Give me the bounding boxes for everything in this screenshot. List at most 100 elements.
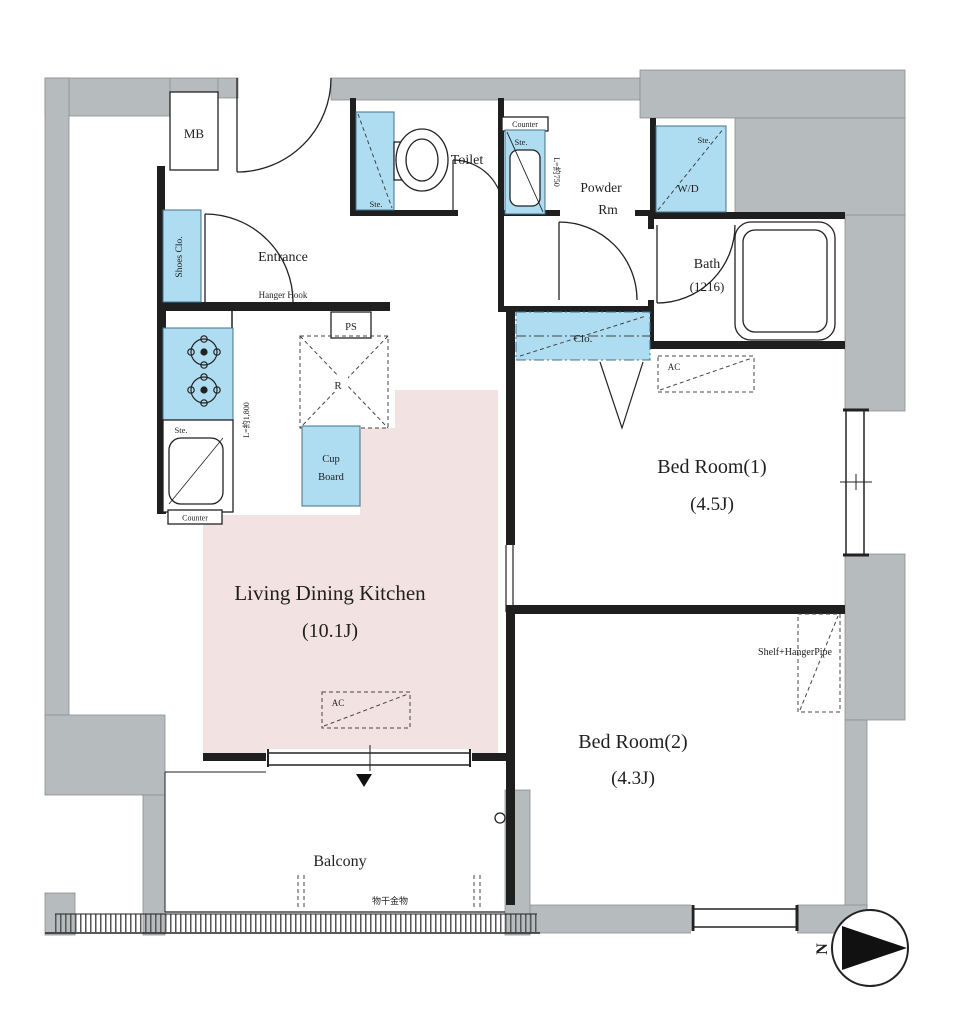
kitchen-ste-label: Ste. [175,425,188,435]
burner-2 [187,373,221,407]
bedroom1-label: Bed Room(1) [657,456,766,478]
wall-powder-bottom-right [635,210,650,216]
toilet-label: Toilet [451,153,484,168]
washer-dryer-diagonal [657,127,725,211]
ac-ldk-diagonal [323,693,409,727]
mb-label: MB [184,126,205,141]
powder-room-label-1: Powder [580,180,622,195]
powder-room-label-2: Rm [598,202,618,217]
powder-sink [509,149,541,207]
refrigerator-space: R [299,335,389,429]
cupboard-box [301,425,361,507]
wd-label: W/D [677,183,698,195]
wall-right-middle [844,553,906,721]
powder-room: Counter Ste. L=約750 Powder Rm [501,116,638,301]
ac-bedroom1-label: AC [668,362,681,372]
powder-ste-label: Ste. [515,137,528,147]
wall-bottom-left-block [44,714,166,796]
bath-door-arc [656,224,736,304]
toilet-room: Toilet Ste. [355,111,504,211]
entrance-door-arc [236,77,332,173]
ac-bedroom1-diagonal [659,357,753,391]
balcony-label: Balcony [313,853,366,870]
refrigerator-label-bg [329,375,348,392]
wall-bath-left [648,300,654,345]
bedroom2-size-label: (4.3J) [611,768,655,789]
kitchen-counter-label: Counter [182,514,208,523]
ldk-floor [203,390,498,753]
powder-door-arc [558,221,638,301]
shoes-closet-label: Shoes Clo. [175,236,185,277]
wall-bath-left-stub [648,219,654,229]
cupboard: Cup Board [301,425,361,507]
ac-bedroom1-box [657,355,755,393]
ldk-balcony-window [266,745,472,787]
bath-room: Bath (1216) [656,221,836,341]
powder-counter-label: Counter [512,120,538,129]
shoes-closet-box [162,209,202,303]
entrance-label: Entrance [258,250,308,265]
cupboard-label-1: Cup [322,454,340,465]
kitchen-length-label: L=約1,800 [241,402,251,437]
compass: N [814,909,909,987]
kitchen-counter-label-box [167,509,223,525]
wall-top-right-bar [639,69,906,119]
wall-top-right-block [734,117,906,218]
refrigerator-label: R [334,380,342,392]
wall-hall-bottom [504,306,650,312]
drain-circle [494,812,506,824]
wall-toilet-powder-divider [498,98,504,312]
stove-box [162,327,234,421]
powder-diagonal [506,131,544,213]
meter-box [169,91,219,171]
wall-right-lower [844,719,868,934]
wall-entrance-bottom [157,302,390,311]
shelf-diagonal [799,615,839,711]
bath-size-label: (1216) [690,279,725,294]
wall-toilet-bottom [350,210,458,216]
entry-direction-marker [356,774,372,787]
interior-walls [157,98,845,905]
shelf-box [797,613,841,713]
wall-toilet-left [350,98,356,216]
wall-wd-left [650,118,656,212]
wall-bath-top [648,212,845,219]
ps-label: PS [345,322,357,333]
kitchen: Ste. Counter L=約1,800 [162,327,251,525]
wall-bedroom-divider [506,605,845,614]
ldk: Living Dining Kitchen (10.1J) AC [234,581,426,729]
wall-top-center [330,77,641,101]
shelf-label: Shelf+HangerPipe [758,647,833,658]
bedroom1-door-swing [599,361,644,430]
closet-label: Clo. [574,333,593,345]
kitchen-sink-diagonal [168,437,224,505]
bath-label: Bath [694,257,720,272]
wall-door-hinge [217,77,239,99]
bedroom2: Shelf+HangerPipe Bed Room(2) (4.3J) [578,613,841,789]
wall-ldk-right-upper [506,306,515,545]
toilet-cistern-diagonal [357,113,393,209]
ac-ldk-box [321,691,411,729]
cupboard-label-2: Board [318,472,344,483]
powder-length-label: L=約750 [552,157,562,186]
wall-bedroom2-bottom [512,904,868,934]
wd-ste-label: Ste. [698,135,711,145]
wall-right-upper [844,214,906,412]
bathtub-inner [742,229,828,333]
wall-entrance-left [157,166,165,312]
bedroom2-window [691,903,799,935]
compass-needle [842,926,907,970]
laundry-area: Ste. W/D [655,125,727,213]
entrance-area: Shoes Clo. Entrance Hanger Hook [162,77,332,303]
closet-area: Clo. [515,311,651,430]
burner-1 [187,335,221,369]
wall-bath-bottom [648,341,845,349]
balcony: Balcony 物干金物 [45,771,540,934]
toilet-bowl-inner [405,138,439,182]
ldk-label: Living Dining Kitchen [234,581,426,605]
wall-left [44,77,70,719]
bedroom1-size-label: (4.5J) [690,494,734,515]
window-gap-bottom [691,903,797,935]
